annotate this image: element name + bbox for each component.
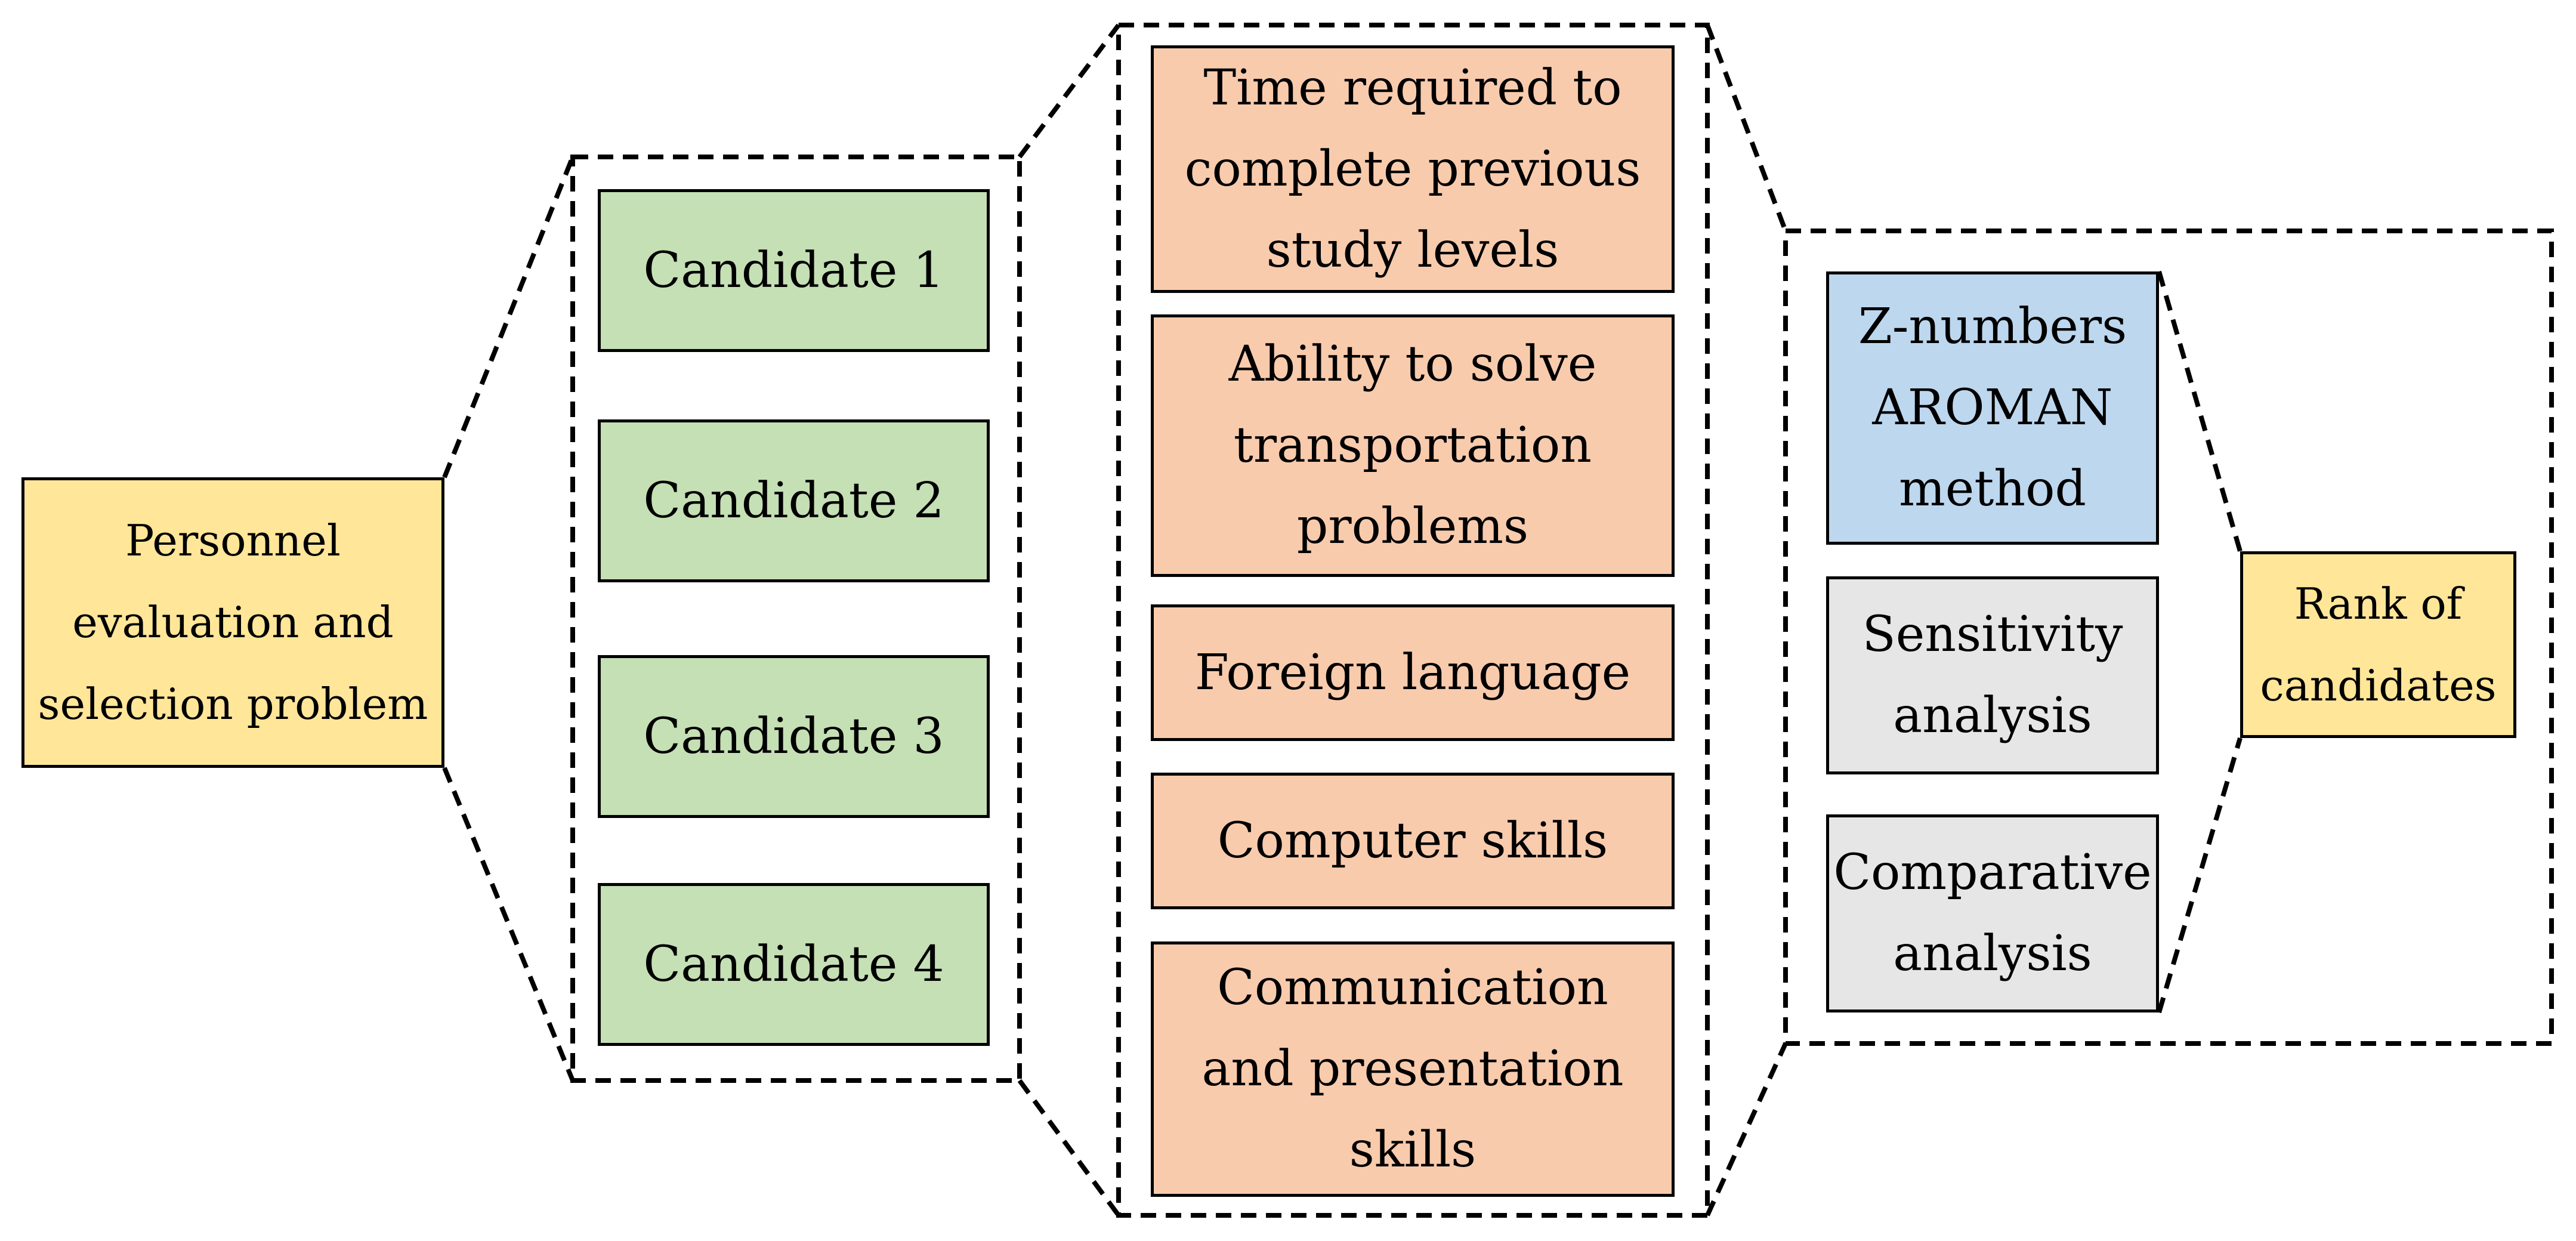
criterion-time-label: Time required to complete previous study… (1184, 59, 1641, 279)
criterion-communication-label: Communication and presentation skills (1201, 959, 1624, 1178)
rank-box: Rank of candidates (2240, 551, 2516, 738)
candidate-4-label: Candidate 4 (643, 936, 944, 993)
criterion-language-box: Foreign language (1151, 604, 1675, 741)
candidate-2-label: Candidate 2 (643, 472, 944, 529)
problem-box: Personnel evaluation and selection probl… (21, 477, 444, 768)
candidate-3-label: Candidate 3 (643, 708, 944, 765)
candidate-3-box: Candidate 3 (598, 655, 990, 818)
criterion-computer-label: Computer skills (1217, 812, 1608, 869)
criterion-transport-box: Ability to solve transportation problems (1151, 314, 1675, 577)
candidate-1-label: Candidate 1 (643, 242, 944, 299)
rank-label: Rank of candidates (2260, 578, 2497, 711)
method-aroman-box: Z-numbers AROMAN method (1826, 271, 2159, 545)
candidate-4-box: Candidate 4 (598, 883, 990, 1046)
problem-label: Personnel evaluation and selection probl… (38, 515, 428, 729)
method-comparative-box: Comparative analysis (1826, 814, 2159, 1012)
connector-problem-bottom (442, 767, 575, 1082)
candidate-2-box: Candidate 2 (598, 419, 990, 582)
connector-criteria-bottom (1705, 1042, 1788, 1217)
connector-methods-top (2157, 270, 2243, 552)
connector-candidates-bottom (1017, 1079, 1121, 1217)
method-aroman-label: Z-numbers AROMAN method (1858, 298, 2127, 517)
connector-methods-bottom (2157, 737, 2243, 1014)
method-sensitivity-label: Sensitivity analysis (1862, 606, 2123, 744)
candidates-group-frame (570, 155, 1022, 1083)
criterion-transport-label: Ability to solve transportation problems (1228, 336, 1597, 555)
candidate-1-box: Candidate 1 (598, 189, 990, 352)
connector-candidates-top (1017, 23, 1121, 159)
connector-criteria-top (1705, 24, 1788, 232)
criterion-time-box: Time required to complete previous study… (1151, 45, 1675, 293)
connector-problem-top (442, 156, 575, 479)
criterion-computer-box: Computer skills (1151, 773, 1675, 909)
method-sensitivity-box: Sensitivity analysis (1826, 576, 2159, 774)
criteria-group-frame (1116, 23, 1710, 1218)
method-comparative-label: Comparative analysis (1833, 844, 2152, 982)
criterion-communication-box: Communication and presentation skills (1151, 941, 1675, 1197)
criterion-language-label: Foreign language (1194, 644, 1631, 701)
methods-group-frame (1783, 229, 2554, 1046)
